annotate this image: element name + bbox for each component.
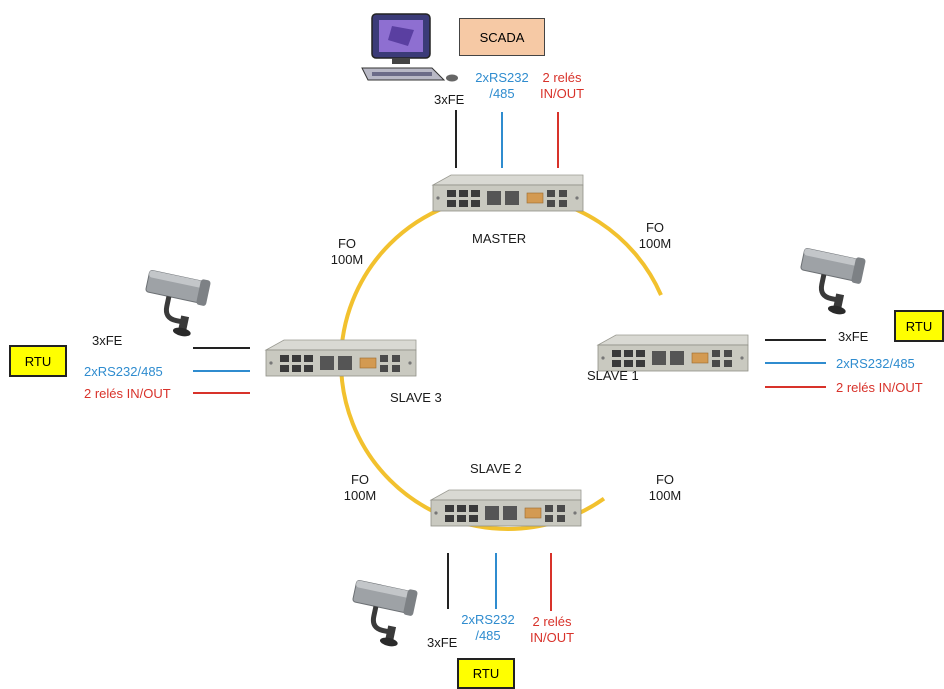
slave1-relay-label: 2 relés IN/OUT bbox=[836, 380, 923, 395]
camera-icon bbox=[138, 268, 211, 340]
scada-label: SCADA bbox=[479, 29, 525, 45]
ring-label-bottom-right-line1: FO bbox=[655, 472, 675, 487]
camera-icon bbox=[345, 578, 418, 650]
slave3-node-label: SLAVE 3 bbox=[390, 390, 442, 405]
ring-label-top-right-line1: FO bbox=[645, 220, 665, 235]
ring-label-top-left: FO 100M bbox=[322, 236, 372, 268]
master-relay-label-line1: 2 relés bbox=[542, 70, 582, 85]
ring-label-bottom-left-line2: 100M bbox=[343, 488, 377, 503]
master-relay-label-line2: IN/OUT bbox=[539, 86, 585, 101]
slave2-serial-label: 2xRS232 /485 bbox=[452, 612, 524, 644]
slave1-fe-label: 3xFE bbox=[838, 329, 869, 344]
rtu-left-label: RTU bbox=[24, 353, 52, 369]
master-serial-label-line1: 2xRS232 bbox=[475, 70, 529, 85]
ring-label-bottom-left-line1: FO bbox=[350, 472, 370, 487]
master-serial-label: 2xRS232 /485 bbox=[466, 70, 538, 102]
ring-label-bottom-right: FO 100M bbox=[640, 472, 690, 504]
rtu-bottom-label: RTU bbox=[472, 666, 500, 681]
ring-label-top-left-line2: 100M bbox=[330, 252, 364, 267]
slave3-fe-label: 3xFE bbox=[92, 333, 123, 348]
rtu-box-right: RTU bbox=[894, 310, 944, 342]
slave1-serial-label: 2xRS232/485 bbox=[836, 356, 915, 371]
slave1-switch-device-icon bbox=[597, 334, 749, 372]
master-fe-label: 3xFE bbox=[434, 92, 465, 107]
slave2-relay-label-line1: 2 relés bbox=[532, 614, 572, 629]
slave2-fe-label: 3xFE bbox=[427, 635, 458, 650]
slave2-switch-device-icon bbox=[430, 489, 582, 527]
rtu-box-left: RTU bbox=[9, 345, 67, 377]
master-relay-label: 2 relés IN/OUT bbox=[530, 70, 594, 102]
slave3-relay-label: 2 relés IN/OUT bbox=[84, 386, 171, 401]
ring-label-top-right-line2: 100M bbox=[638, 236, 672, 251]
slave3-serial-label: 2xRS232/485 bbox=[84, 364, 163, 379]
ring-label-bottom-right-line2: 100M bbox=[648, 488, 682, 503]
slave3-switch-device-icon bbox=[265, 339, 417, 377]
slave2-serial-label-line2: /485 bbox=[475, 628, 501, 643]
master-switch-device-icon bbox=[432, 174, 584, 212]
camera-icon bbox=[793, 246, 866, 318]
rtu-box-bottom: RTU bbox=[457, 658, 515, 689]
scada-box: SCADA bbox=[459, 18, 545, 56]
computer-icon bbox=[361, 13, 458, 82]
slave1-node-label: SLAVE 1 bbox=[587, 368, 639, 383]
ring-label-bottom-left: FO 100M bbox=[335, 472, 385, 504]
rtu-right-label: RTU bbox=[905, 318, 933, 334]
slave2-relay-label: 2 relés IN/OUT bbox=[520, 614, 584, 646]
slave2-relay-label-line2: IN/OUT bbox=[529, 630, 575, 645]
slave2-serial-label-line1: 2xRS232 bbox=[461, 612, 515, 627]
master-serial-label-line2: /485 bbox=[489, 86, 515, 101]
ring-label-top-right: FO 100M bbox=[630, 220, 680, 252]
master-node-label: MASTER bbox=[472, 231, 527, 246]
ring-label-top-left-line1: FO bbox=[337, 236, 357, 251]
slave2-node-label: SLAVE 2 bbox=[470, 461, 522, 476]
